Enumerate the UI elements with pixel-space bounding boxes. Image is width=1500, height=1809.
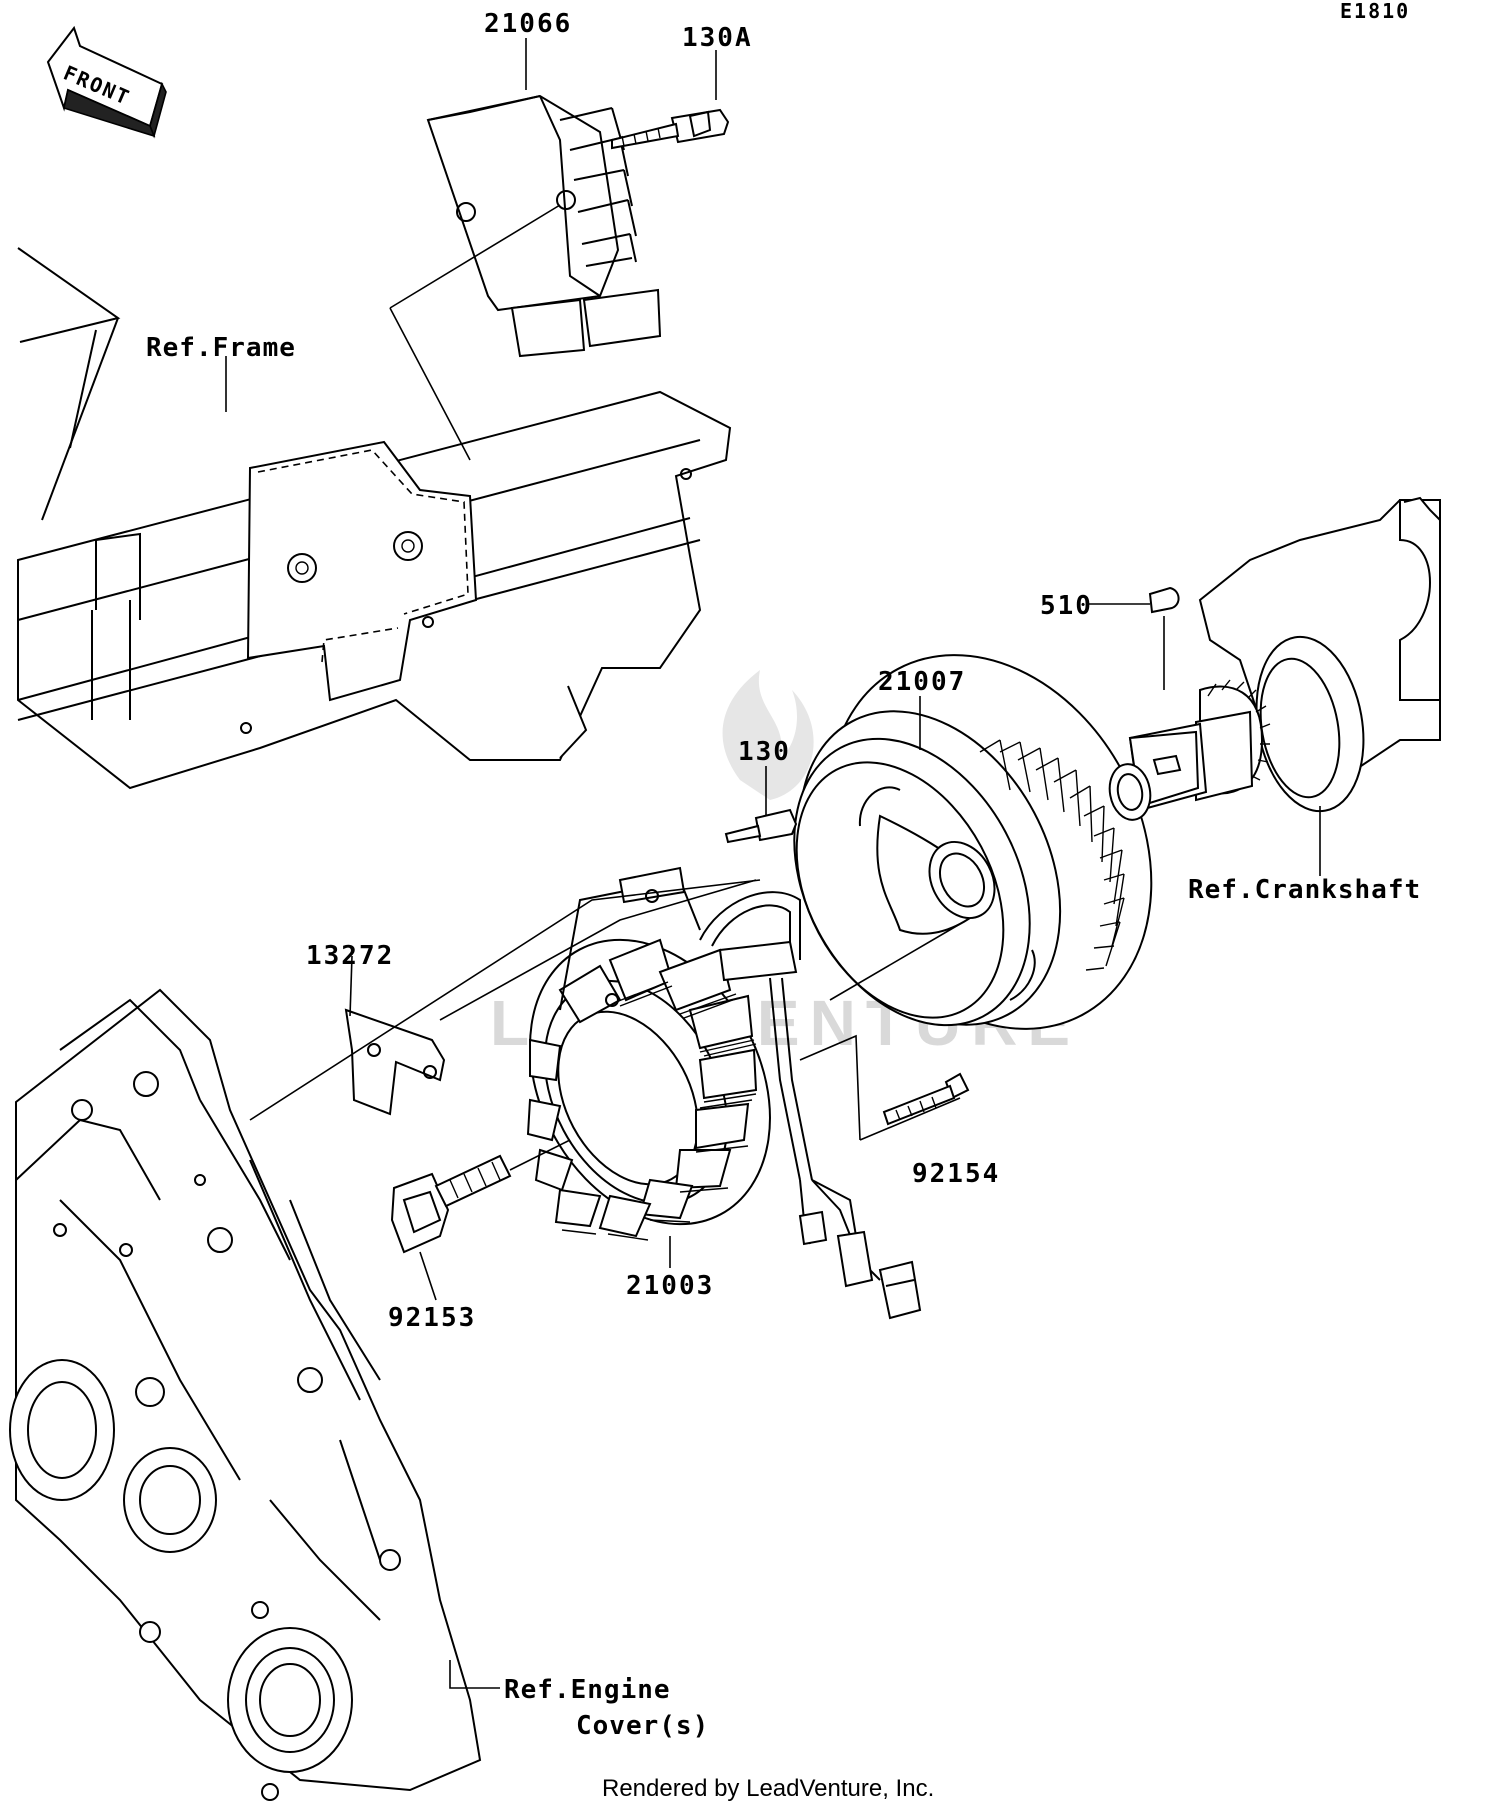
- label-21007: 21007: [878, 667, 966, 697]
- crankshaft: [1108, 496, 1441, 821]
- render-credit: Rendered by LeadVenture, Inc.: [602, 1775, 934, 1802]
- ref-engine-cover-label-line2: Cover(s): [576, 1711, 709, 1741]
- ref-frame-label: Ref.Frame: [146, 333, 296, 363]
- ref-crankshaft-label: Ref.Crankshaft: [1188, 875, 1421, 905]
- label-510: 510: [1040, 591, 1093, 621]
- label-92154: 92154: [912, 1159, 1000, 1189]
- label-21003: 21003: [626, 1271, 714, 1301]
- engine-cover: [9, 988, 482, 1801]
- stator-21003: [526, 866, 771, 1241]
- bolt-92154: [882, 1072, 970, 1126]
- label-13272: 13272: [306, 941, 394, 971]
- bolt-130: [724, 808, 798, 844]
- part-labels: 21066 130A 510 21007 130 13272 92154 210…: [306, 9, 1093, 1333]
- diagram-code: E1810: [1340, 0, 1410, 23]
- front-arrow-icon: FRONT: [46, 25, 167, 139]
- ref-engine-cover-label-line1: Ref.Engine: [504, 1675, 671, 1705]
- leader-lines: [225, 38, 1321, 1689]
- woodruff-key-510: [1148, 586, 1180, 614]
- frame-assembly: [17, 247, 732, 790]
- regulator-rectifier-21066: [426, 94, 662, 358]
- label-92153: 92153: [388, 1303, 476, 1333]
- stator-harness: [699, 891, 922, 1320]
- reference-labels: Ref.Frame Ref.Crankshaft Ref.Engine Cove…: [146, 333, 1421, 1741]
- label-130: 130: [738, 737, 791, 767]
- label-130a: 130A: [682, 23, 753, 53]
- label-21066: 21066: [484, 9, 572, 39]
- bracket-13272: [344, 1008, 446, 1116]
- bolt-92153: [390, 1154, 512, 1254]
- bolt-130a: [611, 108, 730, 150]
